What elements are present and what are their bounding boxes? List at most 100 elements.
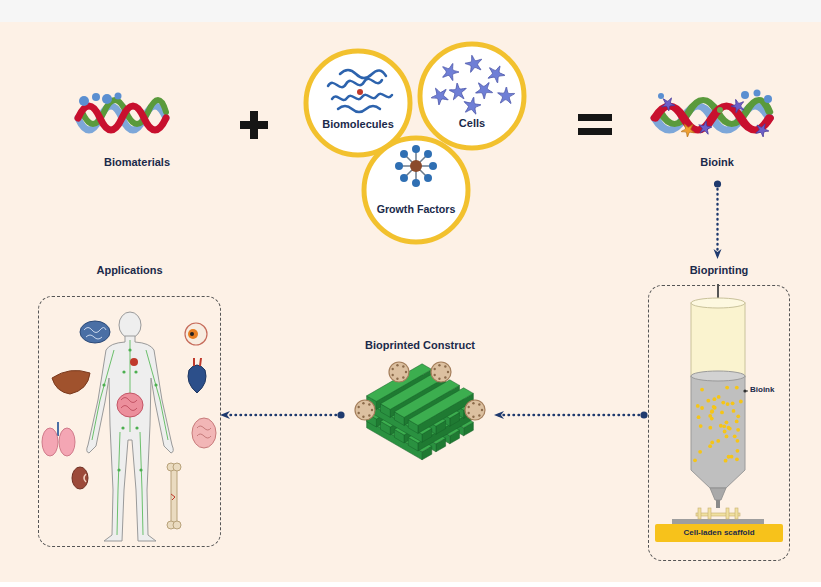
ink-cells bbox=[722, 424, 726, 428]
labeled-icon: Biomaterials bbox=[67, 80, 207, 182]
biomaterial-helix bbox=[115, 93, 122, 100]
flow-arrow bbox=[221, 414, 341, 416]
ink-cells bbox=[736, 449, 740, 453]
dashed-panel-outline bbox=[648, 285, 790, 561]
bioprinter-syringe bbox=[691, 303, 745, 377]
embedded-cell-sphere bbox=[478, 414, 480, 416]
kidney-icon bbox=[72, 467, 88, 489]
printed-scaffold bbox=[672, 508, 764, 524]
human-body bbox=[117, 393, 143, 417]
cell-shape bbox=[431, 88, 448, 105]
embedded-cell-sphere bbox=[368, 403, 370, 405]
embedded-cell-sphere bbox=[444, 365, 446, 367]
flow-arrow bbox=[495, 414, 644, 416]
bioink-cells bbox=[764, 95, 772, 103]
ink-cells bbox=[736, 414, 740, 418]
ink-cells bbox=[735, 386, 739, 390]
scaffold-lattice bbox=[355, 362, 485, 460]
equals-sign bbox=[578, 114, 612, 135]
circle-outline bbox=[361, 135, 471, 245]
liver-icon bbox=[52, 370, 90, 394]
eye-icon bbox=[188, 329, 198, 339]
stomach-icon bbox=[192, 418, 216, 448]
human-body bbox=[87, 312, 174, 541]
dashed-panel-outline bbox=[38, 296, 221, 547]
embedded-cell-sphere bbox=[472, 416, 474, 418]
bioprinter-syringe bbox=[691, 298, 745, 308]
ink-cells bbox=[712, 397, 716, 401]
cell-shape bbox=[756, 124, 769, 137]
embedded-cell-sphere bbox=[478, 403, 480, 405]
embedded-cell-sphere bbox=[465, 400, 485, 420]
growth-factor-head bbox=[429, 162, 437, 170]
circle-outline bbox=[364, 138, 468, 242]
plus-sign bbox=[250, 111, 258, 139]
cell-shape bbox=[476, 83, 493, 99]
ink-cells bbox=[719, 424, 723, 428]
cell-shape bbox=[662, 98, 675, 111]
ink-cells bbox=[736, 439, 740, 443]
ink-cells bbox=[730, 455, 734, 459]
cell-shape bbox=[699, 121, 712, 134]
embedded-cell-sphere bbox=[355, 400, 375, 420]
printed-scaffold bbox=[726, 508, 729, 519]
human-body bbox=[140, 432, 143, 535]
bioink-cells bbox=[754, 90, 761, 97]
node-label: Bioprinted Construct bbox=[365, 339, 475, 352]
heart-icon bbox=[188, 358, 206, 393]
embedded-cell-sphere bbox=[431, 362, 451, 382]
embedded-cell-sphere bbox=[405, 371, 407, 373]
ink-cells bbox=[725, 435, 729, 439]
biomaterial-helix bbox=[92, 93, 100, 101]
cell-shape bbox=[465, 55, 482, 72]
ink-cells bbox=[696, 404, 700, 408]
heart-icon bbox=[188, 365, 206, 393]
embedded-cell-sphere bbox=[396, 364, 398, 366]
ink-cells bbox=[706, 399, 710, 403]
ink-cells bbox=[725, 386, 729, 390]
cell-shape bbox=[731, 99, 744, 112]
bioprinter-syringe bbox=[716, 500, 720, 508]
process-panel: Applications bbox=[38, 258, 221, 547]
human-body bbox=[92, 350, 114, 440]
background-panel bbox=[0, 22, 821, 582]
ink-cells bbox=[725, 420, 729, 424]
human-body bbox=[102, 383, 105, 386]
equals-sign bbox=[578, 128, 612, 135]
embedded-cell-sphere bbox=[355, 400, 375, 420]
plus-sign bbox=[240, 111, 268, 139]
node-label: Biomolecules bbox=[322, 118, 394, 131]
embedded-cell-sphere bbox=[467, 406, 469, 408]
circle-outline bbox=[306, 51, 410, 155]
human-body bbox=[130, 340, 131, 432]
biomaterial-helix bbox=[78, 93, 166, 131]
top-band bbox=[0, 0, 821, 22]
embedded-cell-sphere bbox=[438, 378, 440, 380]
growth-factor-core bbox=[410, 160, 422, 172]
cell-shape bbox=[443, 63, 459, 80]
kidney-icon bbox=[72, 467, 88, 489]
lungs-icon bbox=[57, 422, 59, 436]
bioprinter-syringe bbox=[691, 284, 748, 508]
cell-shape bbox=[449, 83, 466, 100]
ink-cells bbox=[735, 420, 739, 424]
circle-outline bbox=[420, 44, 524, 148]
embedded-cell-sphere bbox=[371, 409, 373, 411]
printed-scaffold bbox=[708, 508, 711, 519]
ink-cells bbox=[723, 430, 727, 434]
human-body bbox=[87, 336, 174, 541]
circle-icon bbox=[395, 145, 437, 187]
ink-cells bbox=[726, 402, 730, 406]
human-body bbox=[119, 312, 141, 338]
circle-outline bbox=[417, 41, 527, 151]
biomaterial-helix bbox=[78, 106, 166, 130]
eye-icon bbox=[190, 332, 194, 336]
printed-scaffold bbox=[696, 513, 740, 516]
human-body bbox=[146, 350, 168, 440]
kidney-icon bbox=[84, 474, 86, 482]
labeled-icon: Bioprinted Construct bbox=[345, 333, 495, 497]
embedded-cell-sphere bbox=[438, 364, 440, 366]
